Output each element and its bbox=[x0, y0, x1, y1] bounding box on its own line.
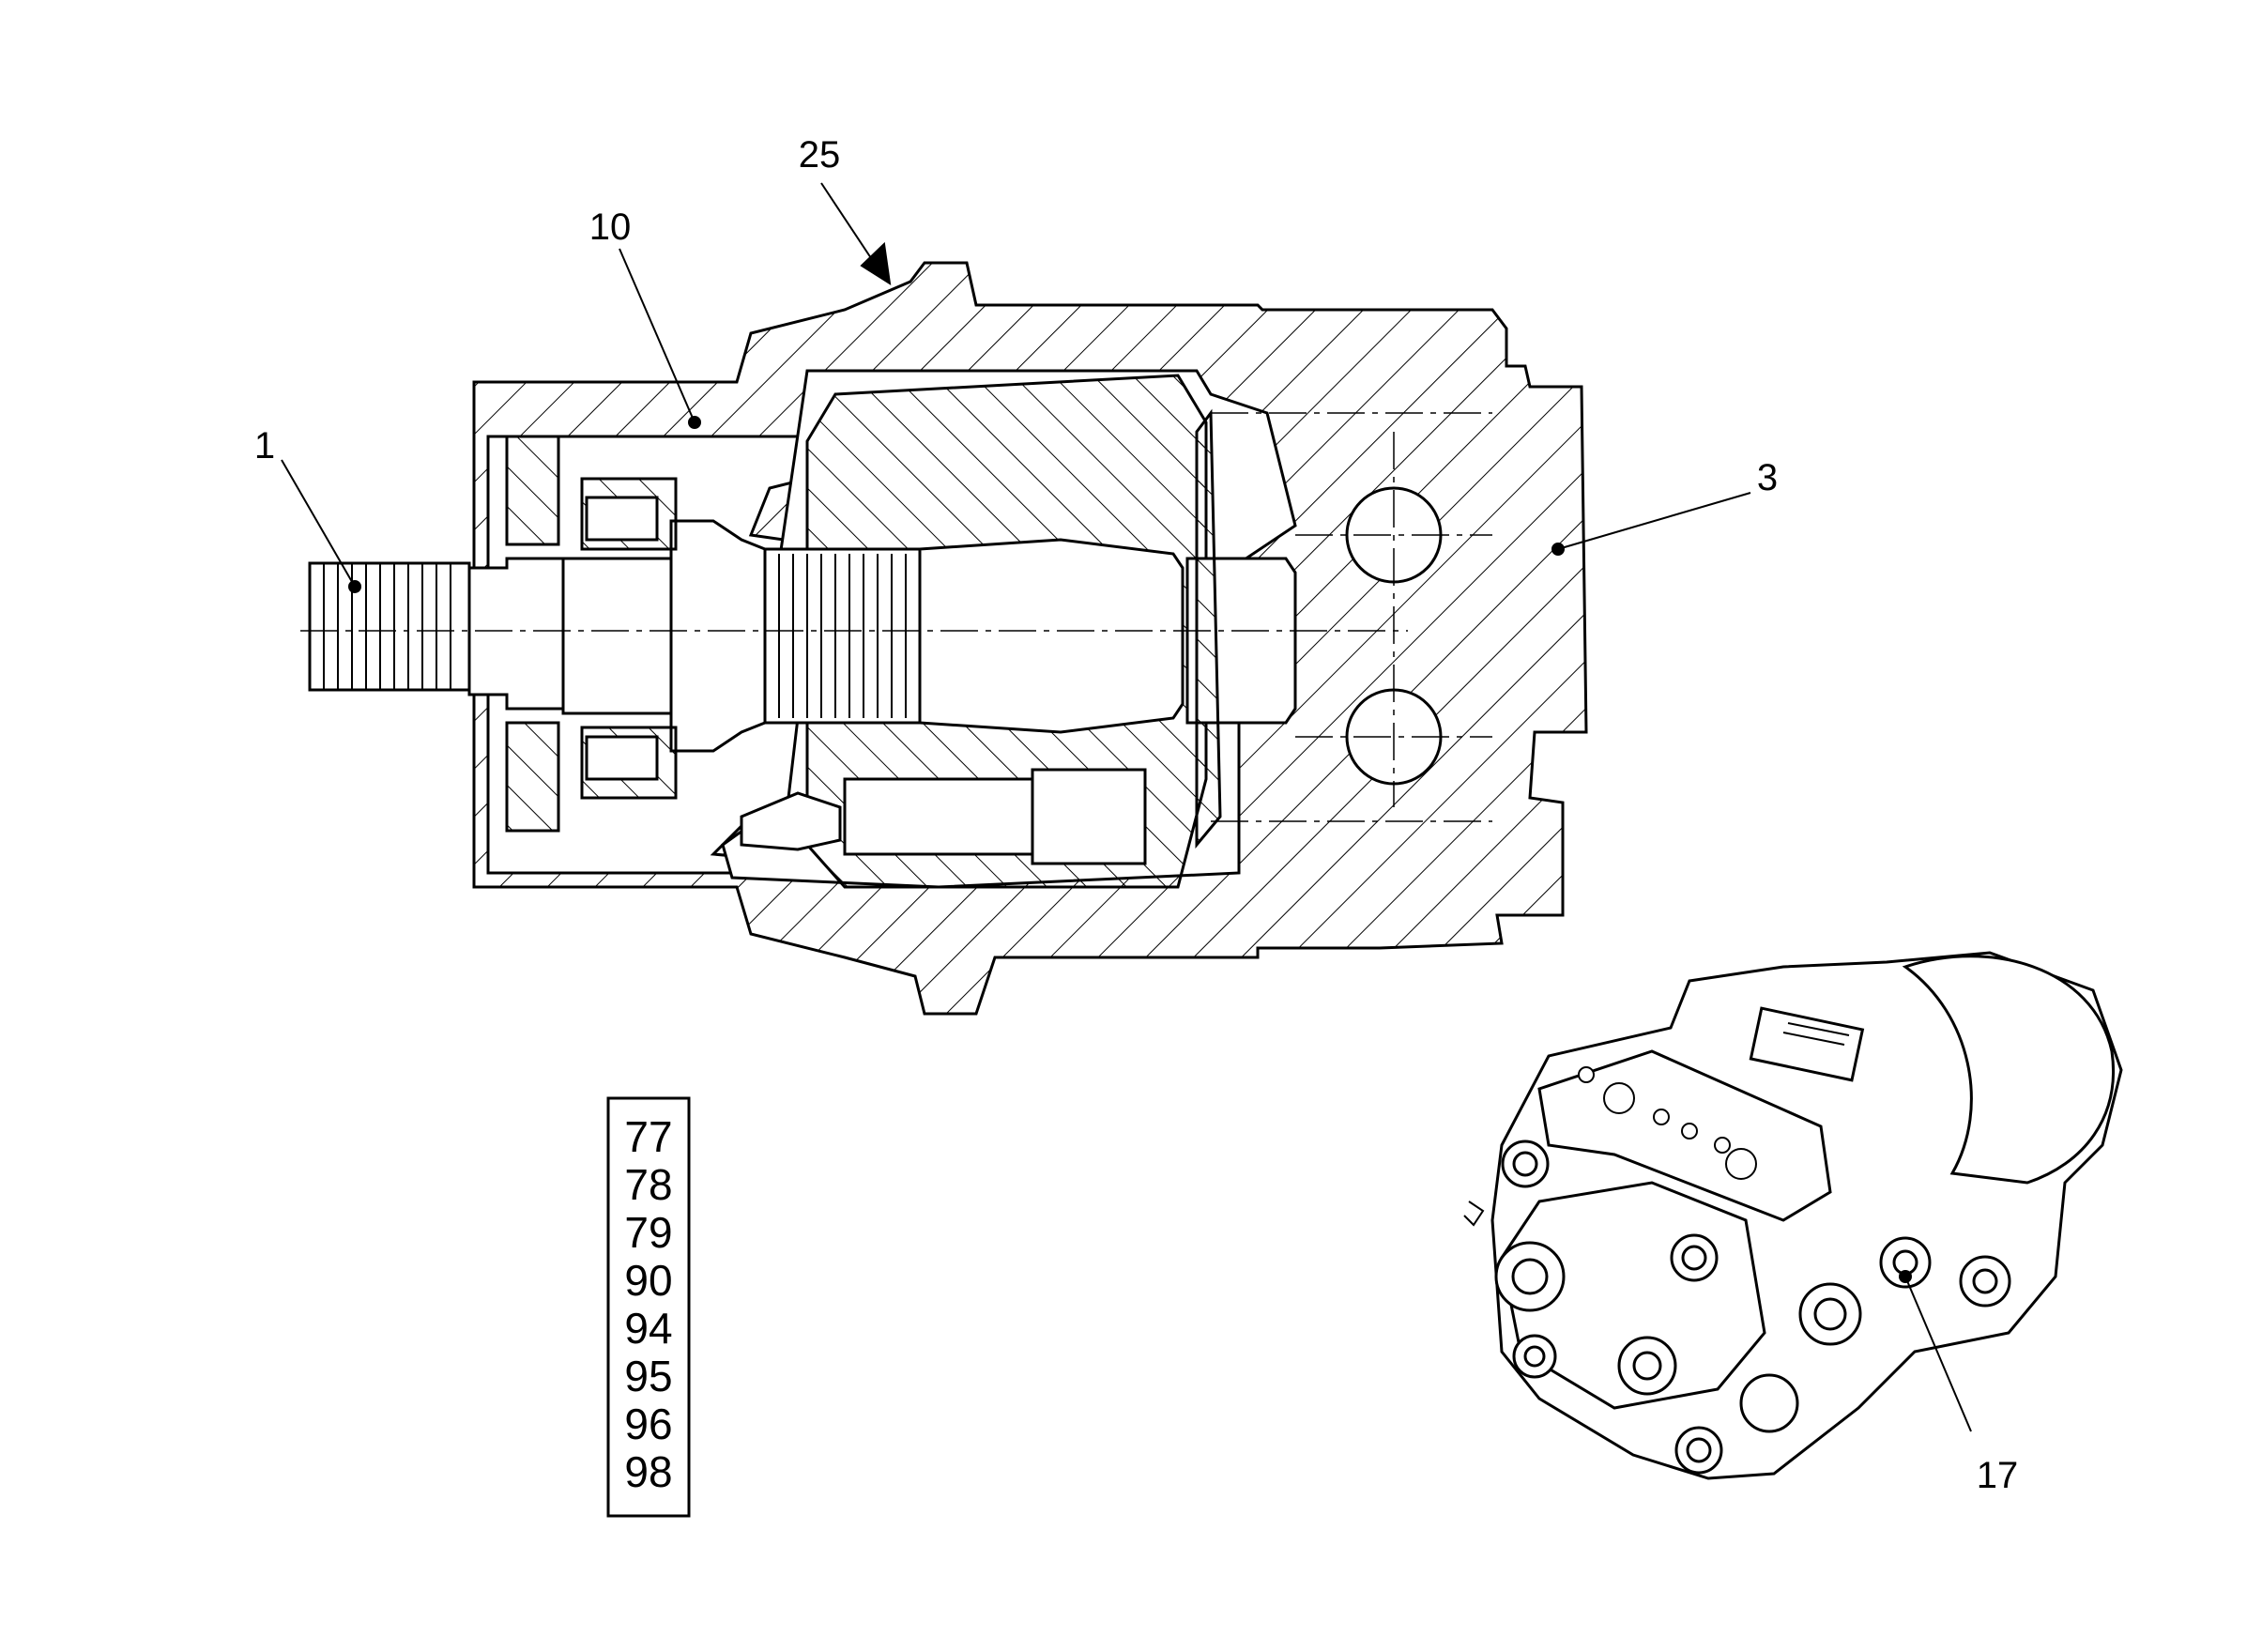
ref-number: 90 bbox=[624, 1256, 672, 1305]
shaft-seal bbox=[505, 435, 560, 833]
callout-10: 10 bbox=[589, 206, 632, 248]
leader-lines bbox=[281, 182, 1972, 1432]
callout-25: 25 bbox=[799, 134, 841, 176]
reference-number-box: 77 78 79 90 94 95 96 98 bbox=[606, 1096, 691, 1518]
callout-17: 17 bbox=[1977, 1455, 2019, 1496]
valve-plate bbox=[1195, 408, 1222, 849]
screw-heads bbox=[1494, 1140, 2011, 1475]
isometric-view-motor bbox=[1463, 951, 2123, 1480]
ref-number: 98 bbox=[624, 1447, 672, 1496]
valve-holes bbox=[1578, 1066, 1757, 1180]
ref-number: 96 bbox=[624, 1400, 672, 1448]
ref-number: 95 bbox=[624, 1352, 672, 1400]
callout-1: 1 bbox=[254, 425, 275, 467]
front-bearing bbox=[580, 477, 678, 800]
motor-flange bbox=[1902, 955, 2115, 1185]
hose-fitting-detail bbox=[1463, 1201, 1485, 1227]
ref-number: 78 bbox=[624, 1160, 672, 1209]
callout-3: 3 bbox=[1757, 457, 1778, 498]
ref-number: 94 bbox=[624, 1304, 672, 1353]
piston bbox=[740, 768, 1147, 865]
drive-shaft bbox=[308, 519, 1297, 753]
sectional-view-motor bbox=[300, 261, 1588, 1016]
nameplate bbox=[1749, 1006, 1865, 1082]
ref-number: 77 bbox=[624, 1112, 672, 1161]
ref-number: 79 bbox=[624, 1208, 672, 1257]
